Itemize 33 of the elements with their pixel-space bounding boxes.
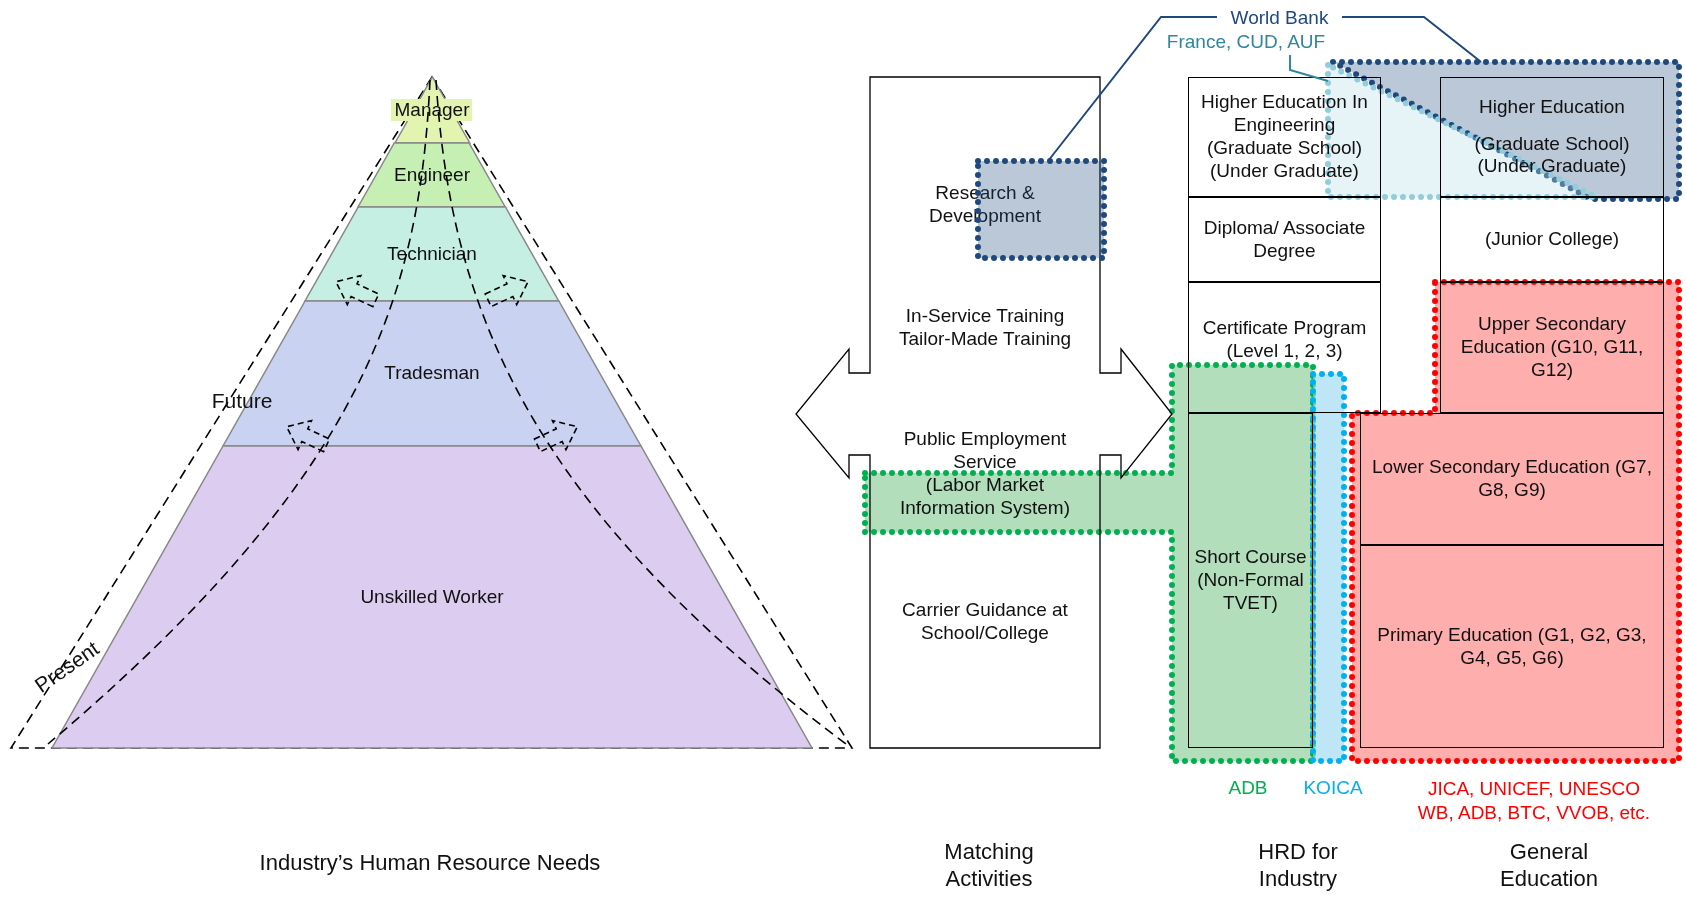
pyramid-band: Engineer — [358, 143, 506, 207]
activity-text: In-Service Training Tailor-Made Training — [878, 300, 1092, 356]
program-box: Short Course (Non-Formal TVET) — [1188, 413, 1313, 748]
activity-text: Research & Development — [905, 172, 1065, 238]
leader-line — [1289, 54, 1329, 82]
education-level-box: (Junior College) — [1440, 197, 1664, 282]
program-box: Higher Education In Engineering (Graduate School) (Under Graduate) — [1188, 77, 1381, 197]
column-heading: Industry’s Human Resource Needs — [258, 849, 602, 877]
pyramid-band: Technician — [305, 207, 559, 301]
callout-text: France, CUD, AUF — [1153, 29, 1339, 55]
activity-text: Carrier Guidance at School/College — [878, 594, 1092, 650]
callout-text: World Bank — [1217, 5, 1342, 31]
education-level-box: Lower Secondary Education (G7, G8, G9) — [1360, 413, 1664, 545]
column-heading: Matching Activities — [943, 837, 1035, 893]
donor-text: KOICA — [1302, 776, 1364, 800]
program-box: Certificate Program (Level 1, 2, 3) — [1188, 282, 1381, 413]
program-box: Diploma/ Associate Degree — [1188, 197, 1381, 282]
pyramid-band: Manager — [394, 77, 470, 143]
leader-line — [1047, 15, 1218, 162]
column-heading: HRD for Industry — [1257, 837, 1339, 893]
activity-text: Public Employment Service (Labor Market Information System) — [872, 422, 1098, 526]
donor-text: ADB — [1227, 776, 1269, 800]
block-arrow — [484, 274, 530, 308]
leader-line — [1341, 15, 1483, 63]
education-level-box: Primary Education (G1, G2, G3, G4, G5, G6) — [1360, 545, 1664, 748]
block-arrow — [285, 419, 331, 453]
double-arrow-shape — [796, 77, 1172, 748]
block-arrow — [334, 274, 380, 308]
donor-text: JICA, UNICEF, UNESCO WB, ADB, BTC, VVOB, etc. — [1416, 777, 1652, 825]
annotation-text: Future — [210, 388, 274, 414]
column-heading: General Education — [1499, 837, 1599, 893]
block-arrow — [533, 419, 579, 453]
education-level-box: Upper Secondary Education (G10, G11, G12) — [1440, 282, 1664, 413]
